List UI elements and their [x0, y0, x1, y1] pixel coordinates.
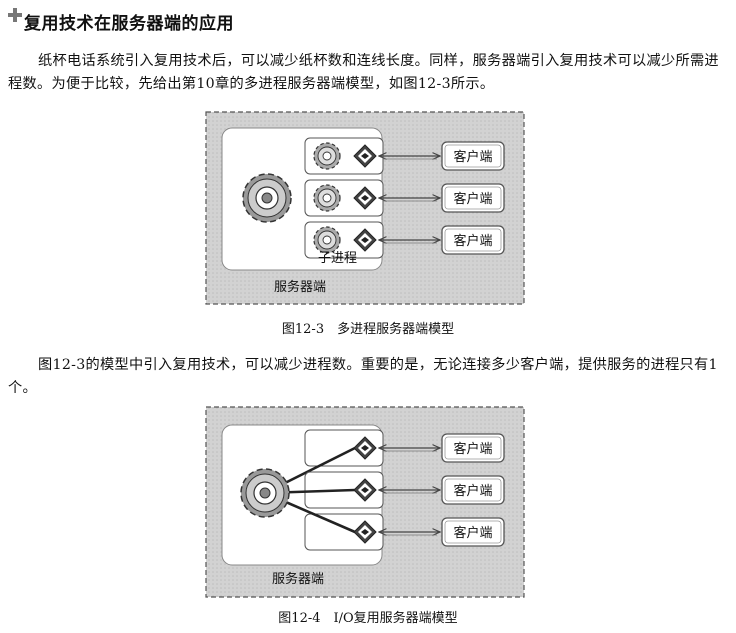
client-box: 客户端: [441, 433, 505, 463]
client-box: 客户端: [441, 475, 505, 505]
socket-icon: [353, 436, 377, 460]
client-label: 客户端: [453, 525, 492, 541]
plus-icon: [8, 8, 22, 22]
paragraph-intro: 纸杯电话系统引入复用技术后，可以减少纸杯数和连线长度。同样，服务器端引入复用技术…: [8, 53, 719, 92]
small-gear-icon: [313, 226, 341, 254]
child-process-label: 子进程: [318, 251, 357, 266]
client-label: 客户端: [453, 233, 492, 249]
process-row: 客户端: [304, 137, 505, 175]
main-gear-icon: [242, 173, 292, 223]
process-row: 客户端: [304, 429, 505, 467]
main-gear-icon: [240, 468, 290, 518]
process-row: 客户端: [304, 179, 505, 217]
client-label: 客户端: [453, 441, 492, 457]
client-box: 客户端: [441, 141, 505, 171]
socket-icon: [353, 520, 377, 544]
server-label: 服务器端: [272, 571, 324, 587]
client-box: 客户端: [441, 183, 505, 213]
figure2-caption: 图12-4 I/O复用服务器端模型: [278, 611, 458, 626]
server-label: 服务器端: [274, 279, 326, 295]
socket-icon: [353, 478, 377, 502]
process-row: 客户端: [304, 513, 505, 551]
paragraph-explanation: 图12-3的模型中引入复用技术，可以减少进程数。重要的是，无论连接多少客户端，提…: [8, 357, 718, 396]
socket-icon: [353, 228, 377, 252]
section-heading: 复用技术在服务器端的应用: [8, 8, 234, 34]
small-gear-icon: [313, 142, 341, 170]
client-box: 客户端: [441, 225, 505, 255]
client-label: 客户端: [453, 149, 492, 165]
figure1-caption: 图12-3 多进程服务器端模型: [281, 322, 455, 337]
small-gear-icon: [313, 184, 341, 212]
client-box: 客户端: [441, 517, 505, 547]
socket-icon: [353, 186, 377, 210]
client-label: 客户端: [453, 191, 492, 207]
client-label: 客户端: [453, 483, 492, 499]
process-row: 客户端: [304, 221, 505, 259]
socket-icon: [353, 144, 377, 168]
section-title: 复用技术在服务器端的应用: [24, 13, 234, 34]
process-row: 客户端: [304, 471, 505, 509]
